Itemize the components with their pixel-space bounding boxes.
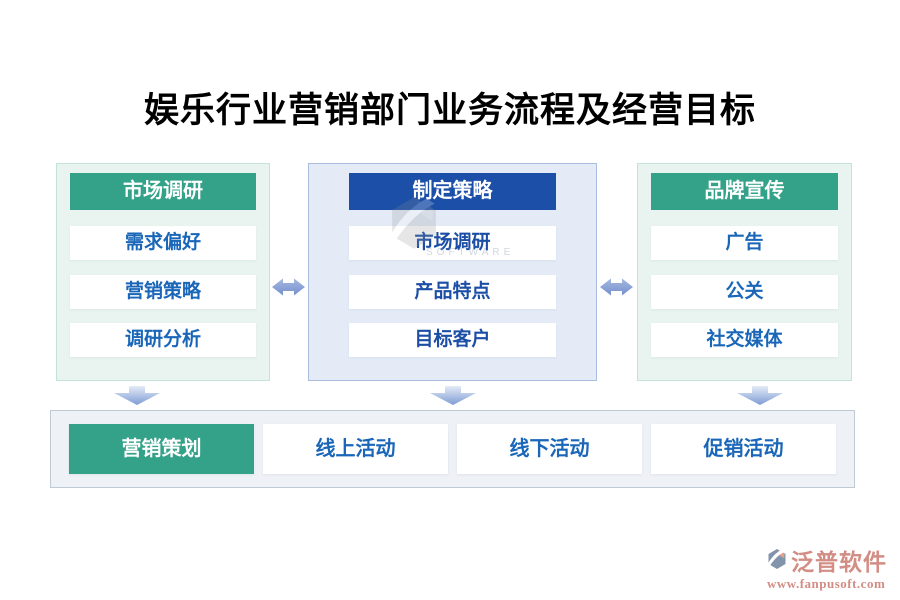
swap-arrow-icon [600,278,633,296]
flow-item-demand-preference: 需求偏好 [70,226,256,260]
flow-item-target-customers: 目标客户 [349,323,556,357]
down-arrow-icon [114,386,160,405]
bottom-row-marketing-activities: 营销策划 线上活动 线下活动 促销活动 [50,410,855,488]
flow-item-product-features: 产品特点 [349,275,556,309]
flow-item-marketing-strategy: 营销策略 [70,275,256,309]
bottom-item-marketing-planning: 营销策划 [69,424,254,474]
flow-item-market-research: 市场调研 [349,226,556,260]
bottom-item-offline-activities: 线下活动 [457,424,642,474]
flow-item-public-relations: 公关 [651,275,838,309]
flow-item-research-analysis: 调研分析 [70,323,256,357]
fanpu-logo-icon [768,549,786,569]
flow-item-social-media: 社交媒体 [651,323,838,357]
column-header-strategy: 制定策略 [349,173,556,210]
flow-item-advertising: 广告 [651,226,838,260]
swap-arrow-icon [272,278,305,296]
column-header-brand-promotion: 品牌宣传 [651,173,838,210]
brand-url: www.fanpusoft.com [767,576,886,591]
page-title: 娱乐行业营销部门业务流程及经营目标 [143,91,756,130]
column-strategy: 制定策略 市场调研 产品特点 目标客户 [308,163,597,381]
down-arrow-icon [430,386,476,405]
column-market-research: 市场调研 需求偏好 营销策略 调研分析 [56,163,270,381]
bottom-item-promotion-activities: 促销活动 [651,424,836,474]
column-brand-promotion: 品牌宣传 广告 公关 社交媒体 [637,163,852,381]
bottom-item-online-activities: 线上活动 [263,424,448,474]
brand-watermark: 泛普软件 www.fanpusoft.com [767,543,887,592]
brand-name: 泛普软件 [791,549,887,575]
down-arrow-icon [737,386,783,405]
column-header-market-research: 市场调研 [70,173,256,210]
